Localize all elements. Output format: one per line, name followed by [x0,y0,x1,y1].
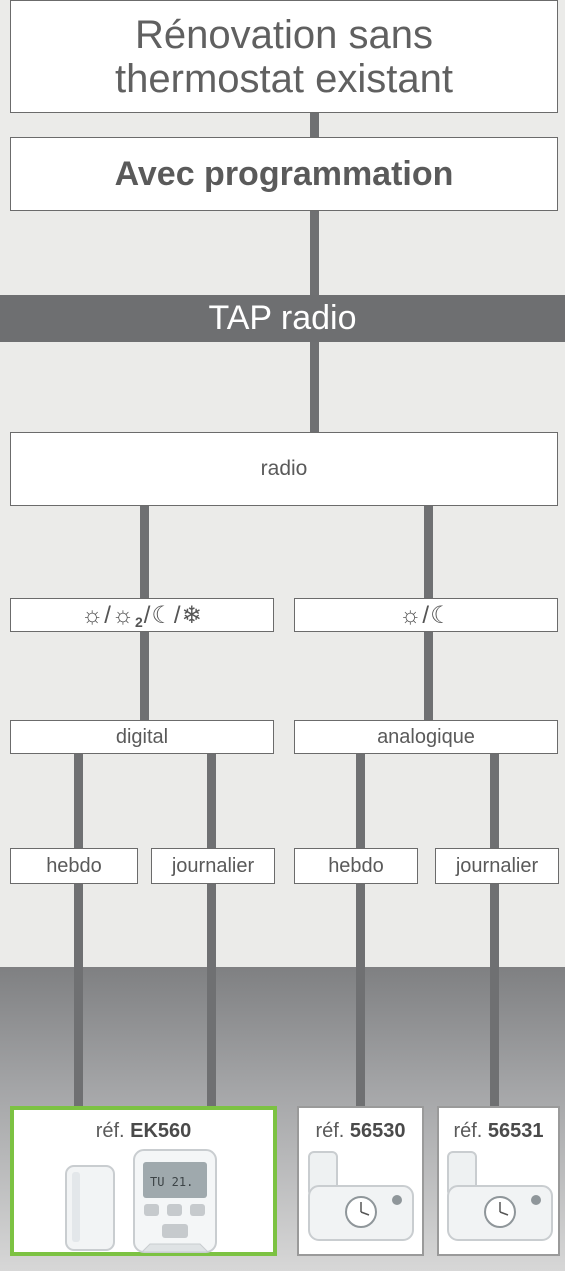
product-card-56530: réf. 56530 [297,1106,424,1256]
analog-label: analogique [377,725,475,748]
title-line-1: Rénovation sans [135,12,433,57]
freq-label-analog-journalier: journalier [455,854,539,877]
product-image-56530 [308,1151,414,1241]
freq-box-digital-journalier: journalier [151,848,275,884]
mode-symbols-right: ☼/☾ [399,601,453,629]
freq-label-analog-hebdo: hebdo [328,854,384,877]
product-card-ek560: réf. EK560 TU 21. [10,1106,277,1256]
tap-radio-band: TAP radio [0,295,565,342]
mode-symbols-left: ☼/☼2/☾/❄ [81,601,203,630]
connector-main-2 [310,211,319,295]
band-label: TAP radio [208,299,357,337]
connector-mode-left [140,632,149,720]
thermostat-screen [143,1162,207,1198]
product-card-56531: réf. 56531 [437,1106,560,1256]
connector-digital-hebdo [74,754,83,848]
connector-digital-journalier [207,754,216,848]
product-image-56531 [447,1151,553,1241]
product-image-ek560: TU 21. [65,1149,217,1253]
product-ref-ek560: réf. EK560 [95,1120,192,1142]
mode-box-right: ☼/☾ [294,598,558,632]
radio-label: radio [260,457,308,480]
connector-analog-hebdo [356,754,365,848]
subtitle-box: Avec programmation [10,137,558,211]
digital-label: digital [115,725,169,748]
freq-label-digital-hebdo: hebdo [46,854,102,877]
freq-label-digital-journalier: journalier [171,854,255,877]
connector-product-3 [490,884,499,1106]
product-ref-56531: réf. 56531 [453,1120,544,1142]
freq-box-analog-hebdo: hebdo [294,848,418,884]
connector-product-2 [356,884,365,1106]
mode-box-left: ☼/☼2/☾/❄ [10,598,274,632]
freq-box-analog-journalier: journalier [435,848,559,884]
svg-text:TU 21.: TU 21. [150,1175,193,1189]
connector-main-1 [310,113,319,137]
connector-mode-right [424,632,433,720]
product-ref-56530: réf. 56530 [315,1120,406,1142]
connector-main-3 [310,342,319,432]
title-box: Rénovation sans thermostat existant [10,0,558,113]
connector-radio-right [424,506,433,598]
subtitle: Avec programmation [114,154,454,193]
analog-box: analogique [294,720,558,754]
title-line-2: thermostat existant [115,56,453,101]
radio-box: radio [10,432,558,506]
connector-product-1b [207,884,216,1106]
connector-analog-journalier [490,754,499,848]
freq-box-digital-hebdo: hebdo [10,848,138,884]
connector-radio-left [140,506,149,598]
digital-box: digital [10,720,274,754]
connector-product-1a [74,884,83,1106]
